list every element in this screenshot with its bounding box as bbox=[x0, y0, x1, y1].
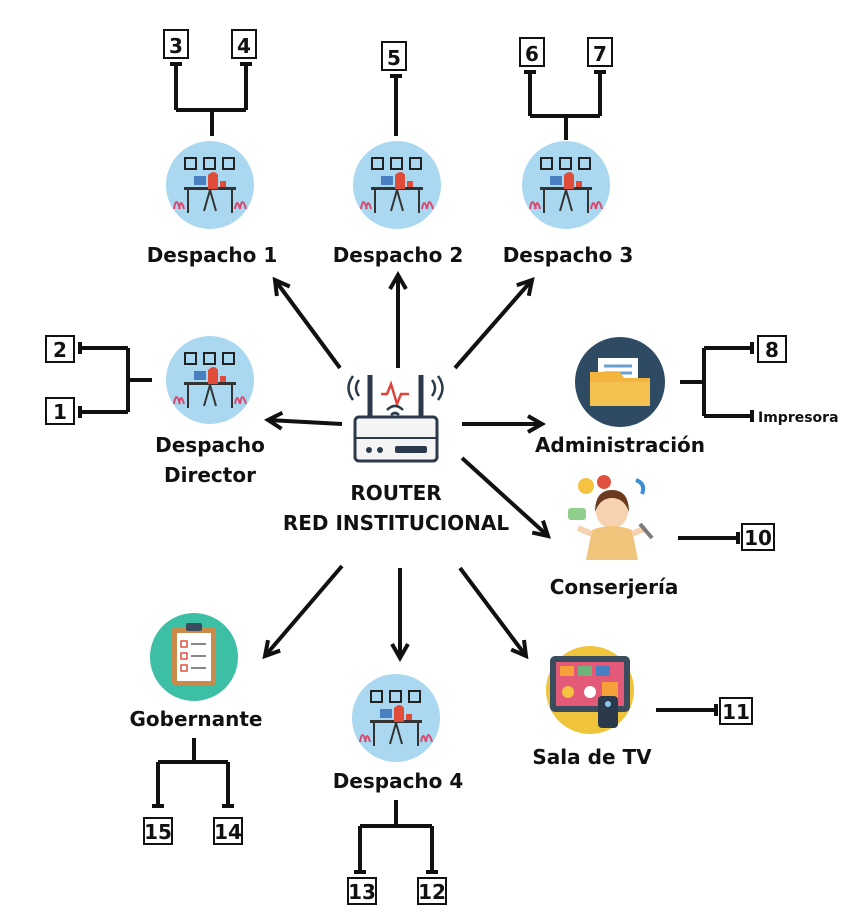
clipboard-checklist-icon bbox=[150, 613, 238, 701]
router-subtitle: RED INSTITUCIONAL bbox=[283, 511, 510, 535]
printer-label: Impresora bbox=[758, 410, 839, 426]
router-icon bbox=[347, 375, 444, 463]
arrow-to-gobernante bbox=[262, 564, 344, 660]
port-number: 15 bbox=[144, 820, 172, 844]
salatv-connector bbox=[656, 704, 718, 716]
office-desk-icon bbox=[352, 140, 442, 230]
port-box bbox=[587, 37, 613, 67]
office-desk-icon bbox=[351, 673, 441, 763]
administracion-label: Administración bbox=[535, 433, 705, 457]
port-box bbox=[741, 523, 775, 551]
conserjeria-label: Conserjería bbox=[550, 575, 679, 599]
port-box bbox=[231, 29, 257, 59]
administracion-connector bbox=[680, 342, 754, 422]
despacho4-connector bbox=[354, 800, 438, 874]
port-box bbox=[381, 41, 407, 71]
port-box bbox=[519, 37, 545, 67]
port-number: 14 bbox=[214, 820, 242, 844]
port-number: 6 bbox=[525, 42, 539, 66]
arrow-to-salatv bbox=[458, 566, 529, 660]
office-desk-icon bbox=[165, 140, 255, 230]
port-box bbox=[163, 29, 189, 59]
arrow-to-conserjeria bbox=[460, 456, 551, 539]
port-box bbox=[143, 817, 173, 845]
director-label-line2: Director bbox=[164, 463, 256, 487]
office-desk-icon bbox=[165, 335, 255, 425]
despacho2-connector bbox=[390, 74, 402, 136]
router-title: ROUTER bbox=[350, 481, 441, 505]
port-number: 8 bbox=[765, 338, 779, 362]
router-arrows bbox=[262, 270, 551, 663]
director-connector bbox=[78, 342, 152, 418]
port-number: 3 bbox=[169, 34, 183, 58]
port-box bbox=[347, 877, 377, 905]
port-number: 13 bbox=[348, 880, 376, 904]
director-label-line1: Despacho bbox=[155, 433, 265, 457]
arrow-to-director bbox=[263, 410, 343, 431]
arrow-to-despacho1 bbox=[272, 276, 342, 370]
port-box bbox=[757, 335, 787, 363]
despacho2-label: Despacho 2 bbox=[333, 243, 464, 267]
despacho3-connector bbox=[524, 70, 606, 140]
despacho3-label: Despacho 3 bbox=[503, 243, 634, 267]
port-number: 10 bbox=[744, 526, 772, 550]
port-number: 5 bbox=[387, 46, 401, 70]
port-box bbox=[45, 335, 75, 363]
port-box bbox=[719, 697, 753, 725]
port-box bbox=[417, 877, 447, 905]
port-number: 11 bbox=[722, 700, 750, 724]
office-desk-icon bbox=[521, 140, 611, 230]
despacho1-label: Despacho 1 bbox=[147, 243, 278, 267]
port-number: 7 bbox=[593, 42, 607, 66]
port-box bbox=[213, 817, 243, 845]
television-icon bbox=[546, 646, 634, 734]
conserjeria-connector bbox=[678, 532, 740, 544]
port-number: 2 bbox=[53, 338, 67, 362]
port-number: 1 bbox=[53, 400, 67, 424]
salatv-label: Sala de TV bbox=[532, 745, 652, 769]
port-number: 4 bbox=[237, 34, 251, 58]
port-box bbox=[45, 397, 75, 425]
despacho4-label: Despacho 4 bbox=[333, 769, 464, 793]
folder-document-icon bbox=[575, 337, 665, 427]
concierge-person-icon bbox=[568, 475, 654, 560]
despacho1-connector bbox=[170, 62, 252, 136]
arrow-to-despacho3 bbox=[453, 276, 535, 370]
port-number: 12 bbox=[418, 880, 446, 904]
gobernante-label: Gobernante bbox=[130, 707, 263, 731]
gobernante-connector bbox=[152, 738, 234, 808]
